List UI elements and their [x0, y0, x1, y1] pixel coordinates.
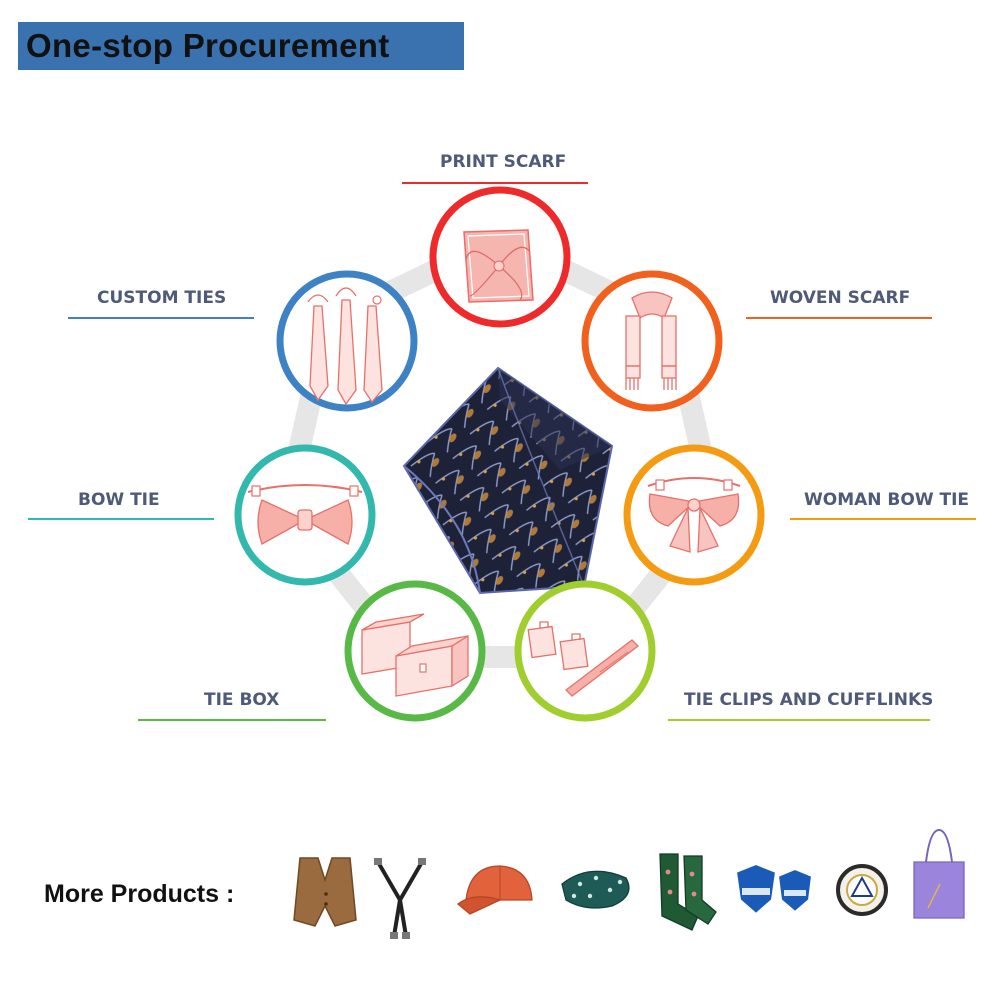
rule-tie-box	[138, 719, 326, 721]
tie-clips-cufflinks-icon	[527, 621, 639, 697]
baseball-cap-icon	[456, 865, 533, 915]
category-tie-clips-cufflinks[interactable]	[514, 580, 656, 722]
patterned-scarf-icon	[561, 870, 630, 909]
category-woven-scarf[interactable]	[581, 270, 723, 412]
socks-icon	[659, 853, 717, 931]
category-custom-ties[interactable]	[276, 270, 418, 412]
label-bow-tie: BOW TIE	[78, 490, 160, 510]
custom-ties-icon	[307, 287, 383, 406]
vest-icon	[293, 857, 357, 927]
label-print-scarf: PRINT SCARF	[440, 152, 567, 172]
category-woman-bow-tie[interactable]	[623, 444, 765, 586]
center-scarf-image	[402, 366, 614, 595]
rule-bow-tie	[28, 518, 214, 520]
page-title: One-stop Procurement	[26, 27, 390, 64]
rule-woven-scarf	[746, 317, 932, 319]
rule-woman-bow-tie	[790, 518, 976, 520]
category-bow-tie[interactable]	[234, 444, 376, 586]
rule-custom-ties	[68, 317, 254, 319]
rule-tie-clips-cufflinks	[668, 719, 930, 721]
tie-box-icon	[361, 613, 469, 697]
round-pin-icon	[836, 864, 888, 916]
label-custom-ties: CUSTOM TIES	[97, 288, 227, 308]
print-scarf-icon	[463, 229, 534, 303]
woman-bow-tie-icon	[647, 477, 741, 553]
category-tie-box[interactable]	[344, 580, 486, 722]
tote-bag-icon	[913, 828, 965, 919]
rule-print-scarf	[402, 182, 588, 184]
shield-pins-icon	[734, 862, 814, 916]
category-print-scarf[interactable]	[429, 186, 571, 328]
page-title-banner: One-stop Procurement	[18, 22, 464, 70]
woven-scarf-icon	[625, 291, 677, 390]
label-tie-clips-cufflinks: TIE CLIPS AND CUFFLINKS	[684, 690, 934, 710]
label-tie-box: TIE BOX	[204, 690, 280, 710]
bow-tie-icon	[247, 484, 363, 545]
label-woven-scarf: WOVEN SCARF	[770, 288, 911, 308]
more-products-label: More Products :	[44, 880, 235, 908]
suspenders-icon	[374, 858, 426, 939]
label-woman-bow-tie: WOMAN BOW TIE	[804, 490, 970, 510]
